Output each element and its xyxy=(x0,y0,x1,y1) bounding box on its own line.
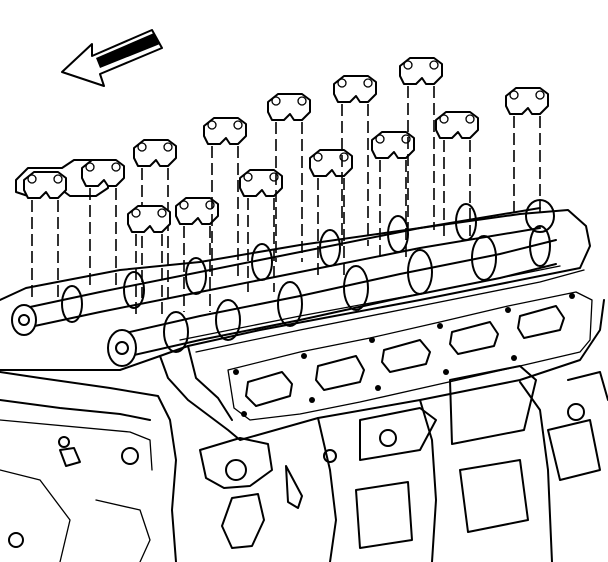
bearing-cap xyxy=(505,87,549,212)
bearing-cap xyxy=(133,139,177,298)
bearing-cap xyxy=(81,159,125,288)
bearing-cap xyxy=(435,111,479,236)
bearing-cap xyxy=(175,197,219,312)
bearing-cap xyxy=(127,205,171,318)
front-camshaft xyxy=(107,225,557,367)
arrow-left-icon xyxy=(61,29,163,87)
engine-block xyxy=(0,365,608,562)
bearing-cap xyxy=(203,117,247,276)
bearing-cap xyxy=(267,93,311,262)
rear-camshaft xyxy=(11,199,555,336)
bearing-cap xyxy=(399,57,443,230)
bearing-cap xyxy=(371,131,415,262)
bearing-cap xyxy=(333,75,377,246)
bearing-cap xyxy=(309,149,353,276)
bearing-cap xyxy=(23,171,67,300)
bearing-cap xyxy=(239,169,283,292)
bearing-caps xyxy=(15,57,549,318)
